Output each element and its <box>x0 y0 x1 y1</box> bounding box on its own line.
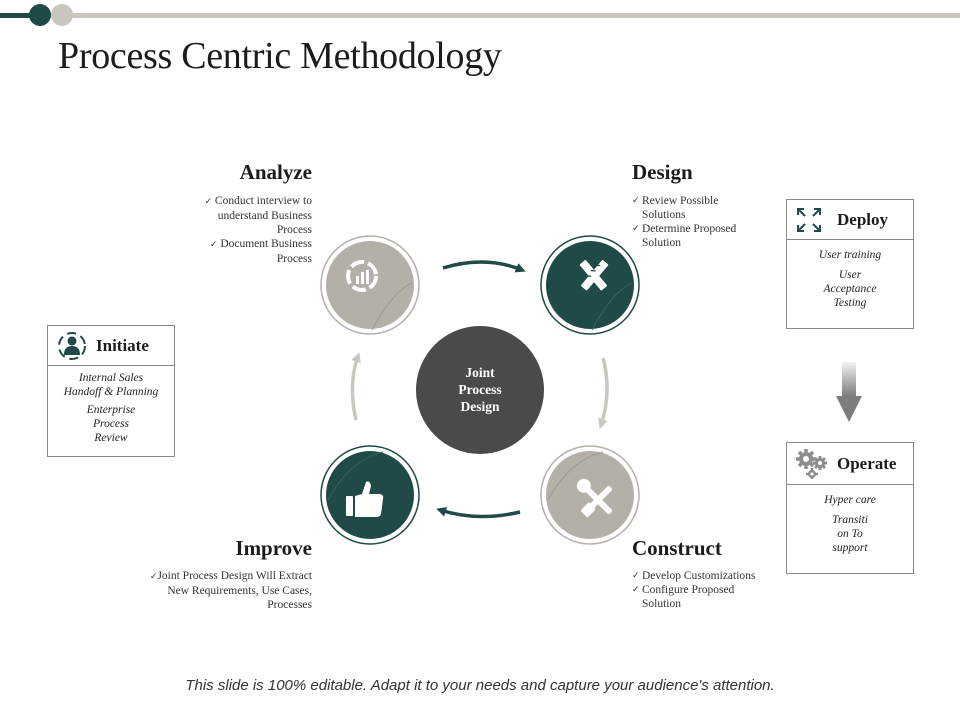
page-title: Process Centric Methodology <box>58 35 502 77</box>
list-item: ✓ Document Business <box>150 237 312 252</box>
deploy-title: Deploy <box>837 209 888 229</box>
list-item: Solution <box>632 236 782 250</box>
list-item: Solution <box>632 597 792 611</box>
check-icon: ✓ <box>632 585 640 595</box>
improve-title: Improve <box>235 536 312 560</box>
check-icon: ✓ <box>632 196 640 206</box>
design-title: Design <box>632 160 693 184</box>
list-item-text: Conduct interview to <box>214 195 312 207</box>
operate-body: Hyper care Transiti on To support <box>787 485 913 561</box>
list-item: Processes <box>100 598 312 612</box>
list-item: ✓ Conduct interview to <box>150 194 313 209</box>
deploy-to-operate-arrow-head <box>836 396 862 422</box>
construct-node <box>540 445 640 545</box>
user-cycle-icon <box>58 331 86 360</box>
list-item-text: Processes <box>267 599 312 611</box>
list-item-text: Solution <box>642 237 681 249</box>
check-icon: ✓ <box>149 572 158 582</box>
deploy-line: Testing <box>833 297 867 309</box>
list-item: ✓Develop Customizations <box>632 569 792 583</box>
list-item-text: Document Business <box>220 238 312 250</box>
dashboard-chart-icon <box>346 260 378 292</box>
list-item: Process <box>150 252 312 266</box>
list-item: Process <box>150 223 312 237</box>
check-icon: ✓ <box>632 571 640 581</box>
construct-list: ✓Develop Customizations ✓Configure Propo… <box>632 569 792 611</box>
center-node <box>416 326 544 454</box>
arrow-design-to-construct <box>598 357 609 429</box>
list-item-text: Joint Process Design Will Extract <box>157 570 312 582</box>
thumbs-up-icon <box>346 481 384 517</box>
operate-title: Operate <box>837 453 897 473</box>
list-item: ✓Determine Proposed <box>632 222 782 236</box>
list-item-text: Process <box>276 253 312 265</box>
top-dot-light <box>51 4 73 26</box>
center-label-line: Joint <box>465 365 495 380</box>
initiate-header: Initiate <box>48 326 174 366</box>
list-item: ✓Configure Proposed <box>632 583 792 597</box>
arrow-construct-to-improve <box>436 507 521 519</box>
operate-line: Hyper care <box>824 494 876 506</box>
design-list: ✓Review Possible Solutions ✓Determine Pr… <box>632 194 782 250</box>
center-label-line: Process <box>458 382 502 397</box>
check-icon: ✓ <box>204 197 215 207</box>
list-item: ✓Review Possible <box>632 194 782 208</box>
list-item: understand Business <box>150 209 312 223</box>
initiate-body: Internal Sales Handoff & Planning Enterp… <box>48 366 174 451</box>
deploy-line: Acceptance <box>823 283 877 295</box>
operate-header: Operate <box>787 443 913 485</box>
top-dot-dark <box>29 4 51 26</box>
list-item-text: Develop Customizations <box>642 570 756 582</box>
deploy-header: Deploy <box>787 200 913 240</box>
pencil-ruler-icon <box>579 260 609 291</box>
center-label-line: Design <box>460 399 500 414</box>
list-item-text: Solution <box>642 598 681 610</box>
arrow-improve-to-analyze <box>350 352 361 421</box>
list-item: ✓Joint Process Design Will Extract <box>100 569 312 584</box>
initiate-line: Enterprise <box>86 404 136 416</box>
wrench-screwdriver-icon <box>576 478 613 517</box>
list-item-text: Solutions <box>642 209 686 221</box>
improve-node <box>320 445 420 545</box>
operate-box: Operate Hyper care Transiti on To suppor… <box>786 442 914 574</box>
analyze-node <box>320 235 420 335</box>
deploy-to-operate-arrow-shaft <box>842 362 856 396</box>
deploy-line: User training <box>818 249 882 261</box>
initiate-line: Handoff & Planning <box>63 386 159 398</box>
operate-line: on To <box>837 528 863 540</box>
deploy-box: Deploy User training User Acceptance Tes… <box>786 199 914 329</box>
deploy-line: User <box>838 269 862 281</box>
top-decoration-bar <box>0 4 960 26</box>
list-item: Solutions <box>632 208 782 222</box>
list-item: New Requirements, Use Cases, <box>100 584 312 598</box>
check-icon: ✓ <box>632 224 640 234</box>
initiate-title: Initiate <box>96 335 149 355</box>
initiate-box: Initiate Internal Sales Handoff & Planni… <box>47 325 175 457</box>
arrow-analyze-to-design <box>442 260 526 273</box>
initiate-line: Internal Sales <box>78 372 144 384</box>
improve-list: ✓Joint Process Design Will Extract New R… <box>100 569 312 612</box>
list-item-text: Determine Proposed <box>642 223 737 235</box>
check-icon: ✓ <box>209 240 221 250</box>
list-item-text: New Requirements, Use Cases, <box>167 585 312 597</box>
list-item-text: understand Business <box>217 210 312 222</box>
list-item-text: Review Possible <box>642 195 719 207</box>
design-node <box>540 235 640 335</box>
operate-line: support <box>832 542 868 554</box>
construct-title: Construct <box>632 536 722 560</box>
center-label: Joint Process Design <box>430 364 530 415</box>
gears-icon <box>796 448 827 479</box>
expand-arrows-icon <box>797 207 821 232</box>
analyze-list: ✓ Conduct interview to understand Busine… <box>150 194 313 266</box>
analyze-title: Analyze <box>239 160 312 184</box>
initiate-line: Review <box>94 432 128 444</box>
initiate-line: Process <box>93 418 129 430</box>
list-item-text: Configure Proposed <box>642 584 735 596</box>
deploy-body: User training User Acceptance Testing <box>787 240 913 316</box>
list-item-text: Process <box>276 224 312 236</box>
footer-note: This slide is 100% editable. Adapt it to… <box>185 677 775 694</box>
operate-line: Transiti <box>832 514 868 526</box>
